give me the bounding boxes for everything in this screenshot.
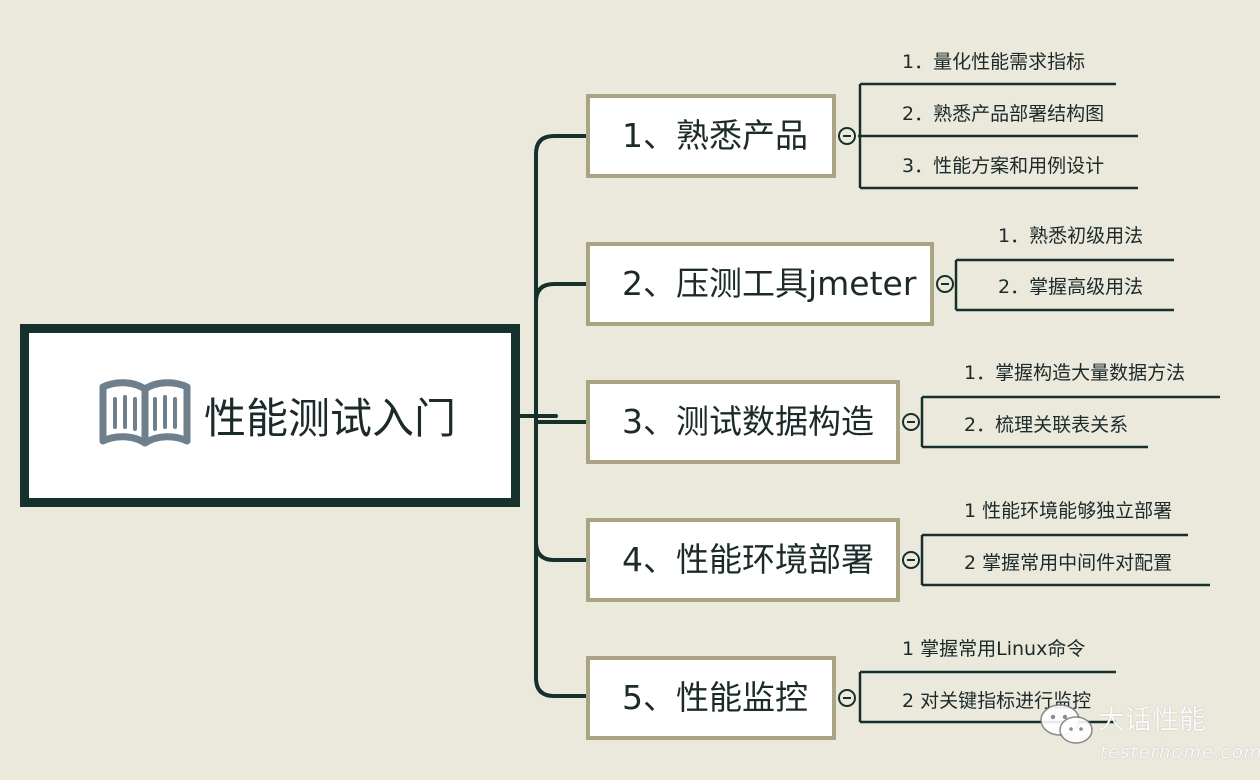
collapse-icon[interactable] (838, 689, 856, 707)
branch-node-4[interactable]: 4、性能环境部署 (586, 518, 900, 602)
sub-node-2-2[interactable]: 2．掌握高级用法 (998, 276, 1144, 298)
sub-node-3-2[interactable]: 2．梳理关联表关系 (964, 414, 1129, 436)
collapse-icon[interactable] (902, 413, 920, 431)
book-icon (99, 379, 191, 447)
root-title: 性能测试入门 (204, 394, 457, 443)
collapse-icon[interactable] (838, 127, 856, 145)
branch-node-1[interactable]: 1、熟悉产品 (586, 94, 836, 178)
collapse-icon[interactable] (902, 551, 920, 569)
sub-node-4-1[interactable]: 1 性能环境能够独立部署 (964, 500, 1173, 522)
branch-node-5[interactable]: 5、性能监控 (586, 656, 836, 740)
sub-node-5-2[interactable]: 2 对关键指标进行监控 (902, 690, 1092, 712)
branch-node-2[interactable]: 2、压测工具jmeter (586, 242, 934, 326)
sub-node-5-1[interactable]: 1 掌握常用Linux命令 (902, 638, 1086, 660)
branch-node-3[interactable]: 3、测试数据构造 (586, 380, 900, 464)
watermark-title: 大话性能 (1098, 705, 1206, 736)
collapse-icon[interactable] (936, 275, 954, 293)
sub-node-3-1[interactable]: 1．掌握构造大量数据方法 (964, 362, 1186, 384)
wechat-icon (1040, 704, 1093, 744)
sub-node-2-1[interactable]: 1．熟悉初级用法 (998, 225, 1144, 247)
watermark-subtitle: testerhome.com (1100, 742, 1260, 763)
sub-node-4-2[interactable]: 2 掌握常用中间件对配置 (964, 552, 1173, 574)
watermark: 大话性能 testerhome.com (1034, 700, 1260, 780)
sub-node-1-1[interactable]: 1．量化性能需求指标 (902, 51, 1086, 73)
sub-node-1-2[interactable]: 2．熟悉产品部署结构图 (902, 103, 1105, 125)
sub-node-1-3[interactable]: 3．性能方案和用例设计 (902, 155, 1105, 177)
root-node[interactable]: 性能测试入门 (20, 324, 520, 507)
